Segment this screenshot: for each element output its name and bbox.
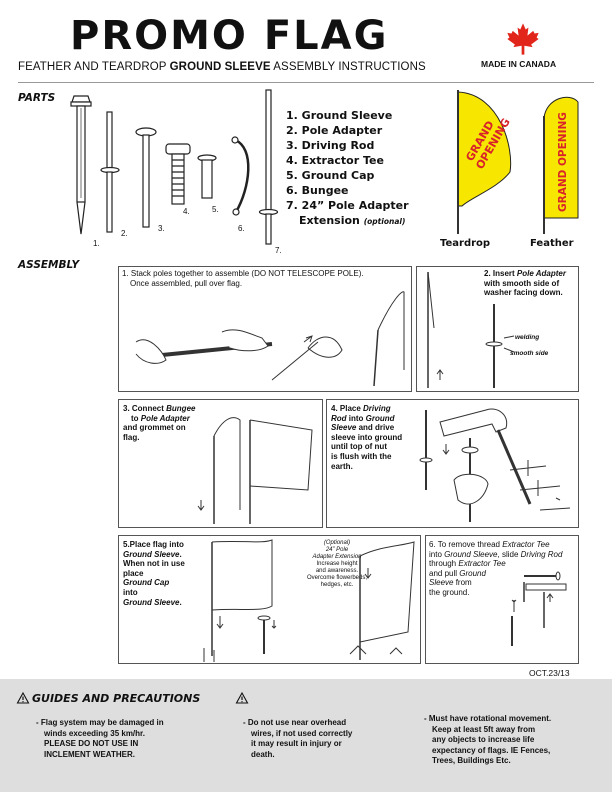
document-title: PROMO FLAG <box>70 14 480 58</box>
pole-adapter-drawing <box>101 112 119 232</box>
step-4-text: 4. Place Driving Rod into Ground Sleeve … <box>331 404 411 471</box>
precaution-rotation: - Must have rotational movement. Keep at… <box>424 714 551 767</box>
part-number-6: 6. <box>238 224 245 233</box>
pole-extension-drawing <box>260 90 278 244</box>
part-number-3: 3. <box>158 224 165 233</box>
step-1-illustration <box>122 290 410 390</box>
part-number-1: 1. <box>93 239 100 248</box>
step-5-illustration <box>122 536 420 662</box>
teardrop-flag-drawing: GRAND OPENING <box>440 88 520 236</box>
parts-list-item: 1. Ground Sleeve <box>286 108 409 123</box>
step-4-illustration <box>410 400 578 526</box>
part-number-2: 2. <box>121 229 128 238</box>
parts-illustration <box>60 88 285 258</box>
maple-leaf-icon <box>506 22 540 56</box>
ground-cap-drawing <box>198 155 216 198</box>
parts-list-item: 3. Driving Rod <box>286 138 409 153</box>
precaution-wires: - Do not use near overhead wires, if not… <box>243 718 352 760</box>
parts-list-item: 7. 24” Pole Adapter <box>286 198 409 213</box>
header-divider <box>18 82 594 83</box>
revision-date: OCT.23/13 <box>529 668 570 678</box>
part-number-4: 4. <box>183 207 190 216</box>
teardrop-label: Teardrop <box>440 238 490 249</box>
parts-list-item: 6. Bungee <box>286 183 409 198</box>
guides-title: GUIDES AND PRECAUTIONS <box>32 692 200 705</box>
made-in-canada-label: MADE IN CANADA <box>481 59 556 69</box>
step-1-text: 1. Stack poles together to assemble (DO … <box>122 269 410 288</box>
feather-flag-text: GRAND OPENING <box>557 112 569 212</box>
parts-list-item: 2. Pole Adapter <box>286 123 409 138</box>
step-2-illustration <box>420 268 580 390</box>
part-number-5: 5. <box>212 205 219 214</box>
parts-list-item: 4. Extractor Tee <box>286 153 409 168</box>
warning-icon <box>236 692 248 704</box>
part-number-7: 7. <box>275 246 282 255</box>
bungee-drawing <box>232 137 248 215</box>
feather-flag-drawing: GRAND OPENING <box>536 88 586 236</box>
document-subtitle: FEATHER AND TEARDROP GROUND SLEEVE ASSEM… <box>18 61 426 73</box>
step-6-illustration <box>428 536 578 662</box>
extractor-tee-drawing <box>166 144 190 204</box>
parts-list: 1. Ground Sleeve 2. Pole Adapter 3. Driv… <box>286 108 409 229</box>
ground-sleeve-drawing <box>71 96 91 234</box>
assembly-heading: ASSEMBLY <box>18 259 79 271</box>
step-3-illustration <box>122 400 322 526</box>
feather-label: Feather <box>530 238 574 249</box>
warning-icon <box>17 692 29 704</box>
parts-list-item: 5. Ground Cap <box>286 168 409 183</box>
parts-list-item-continued: Extension (optional) <box>286 213 409 229</box>
driving-rod-drawing <box>136 128 156 227</box>
precaution-wind: - Flag system may be damaged in winds ex… <box>36 718 164 760</box>
parts-heading: PARTS <box>18 92 55 104</box>
